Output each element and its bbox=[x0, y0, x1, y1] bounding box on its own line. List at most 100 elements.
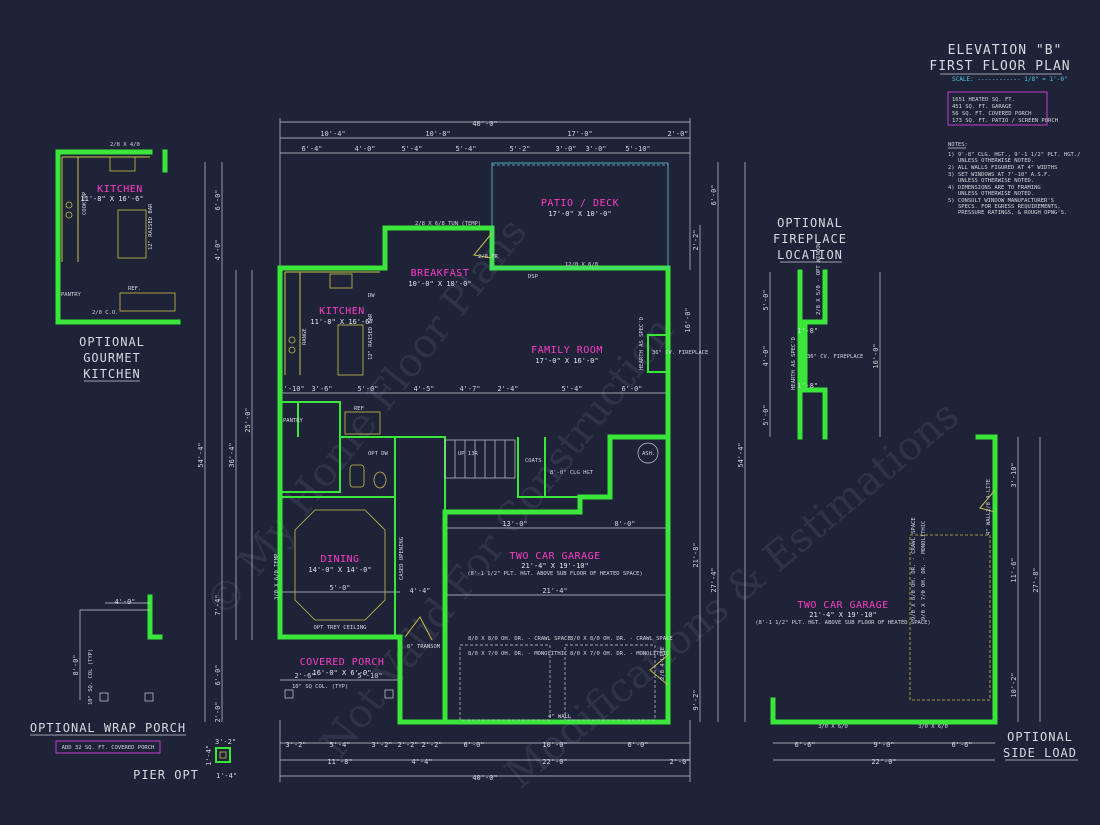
note-1b: UNLESS OTHERWISE NOTED. bbox=[958, 158, 1034, 164]
dim-d1: 2'-6" bbox=[294, 672, 315, 680]
door-tag-c: 2/8 FR bbox=[478, 254, 499, 260]
gourmet-ref-icon bbox=[119, 292, 176, 312]
dim-c2: 5'-4" bbox=[329, 741, 350, 749]
sideload-title-2: SIDE LOAD bbox=[1003, 746, 1077, 760]
gourmet-title-1: OPTIONAL bbox=[79, 335, 145, 349]
dim-g2: 8'-0" bbox=[614, 520, 635, 528]
label-hearth: HEARTH AS SPEC'D bbox=[639, 317, 645, 370]
dim-g4: 4'-4" bbox=[409, 587, 430, 595]
scale-text: SCALE: ------------ 1/8" = 1'-0" bbox=[952, 76, 1068, 83]
door-swings bbox=[404, 232, 669, 686]
wrap-dim-2: 8'-0" bbox=[72, 654, 80, 675]
dim-g3: 21'-4" bbox=[542, 587, 567, 595]
dim-g1: 13'-0" bbox=[502, 520, 527, 528]
dim-r1: 6'-0" bbox=[710, 184, 718, 205]
right-dimensions: 54'-4" 6'-0" 27'-4" 2'-2" 21'-8" 9'-2" 1… bbox=[684, 162, 746, 722]
label-coats: COATS bbox=[525, 458, 542, 464]
gourmet-island bbox=[117, 209, 147, 259]
gourmet-walls bbox=[55, 149, 181, 325]
room-breakfast: BREAKFAST bbox=[411, 268, 470, 279]
cooktop-burner-icon bbox=[65, 201, 73, 209]
dim-u1: 6'-4" bbox=[301, 145, 322, 153]
fp-window: 2/8 X 5/0 - OPT WINDOW bbox=[816, 241, 822, 315]
sideload-r-4: 27'-8" bbox=[1032, 567, 1040, 592]
area-summary-box bbox=[947, 91, 1048, 126]
dim-mid7: 5'-4" bbox=[561, 385, 582, 393]
dim-d2: 5'-0" bbox=[329, 584, 350, 592]
dim-u5: 5'-2" bbox=[509, 145, 530, 153]
general-notes: NOTES: 1) 9'-8" CLG. HGT., 9'-1 1/2" PLT… bbox=[948, 142, 1080, 216]
patio-deck-outline bbox=[491, 162, 669, 269]
label-raised-bar: 12" RAISED BAR bbox=[368, 313, 374, 360]
pier-dim-3: 1'-4" bbox=[216, 772, 237, 780]
dim-b1: 11'-8" bbox=[327, 758, 352, 766]
door-tags: 2/8 X 6/8 TUN (TEMP) 12/0 X 6/8 2/8 FR D… bbox=[274, 221, 666, 720]
room-garage: TWO CAR GARAGE bbox=[509, 551, 600, 562]
door-swing-icon bbox=[649, 654, 669, 686]
gourmet-door-label: 2/0 C.O. bbox=[92, 310, 119, 316]
label-ledge: 4" WALL bbox=[548, 714, 572, 720]
dim-mid2: 3'-6" bbox=[311, 385, 332, 393]
sideload-r-1: 3'-10" bbox=[1010, 462, 1018, 487]
dim-mid1: 1'-10" bbox=[279, 385, 304, 393]
powder-bath bbox=[349, 464, 387, 489]
area-patio: 173 SQ. FT. PATIO / SCREEN PORCH bbox=[952, 118, 1058, 124]
fireplace-box bbox=[647, 334, 668, 373]
ash-pit-icon bbox=[637, 442, 659, 464]
door-swing-icon bbox=[979, 489, 996, 513]
top-dimensions: 40'-0" 10'-4" 10'-8" 17'-0" 2'-0" 6'-4" … bbox=[279, 118, 691, 270]
fp-hearth: HEARTH AS SPEC'D bbox=[791, 337, 797, 390]
dim-c1: 3'-2" bbox=[285, 741, 306, 749]
gourmet-sink-icon bbox=[109, 156, 136, 172]
dim-top-total: 40'-0" bbox=[472, 120, 497, 128]
dim-u8: 5'-10" bbox=[625, 145, 650, 153]
door-tag-a: 2/8 X 6/8 TUN (TEMP) bbox=[415, 221, 481, 227]
wrap-dim-1: 4'-0" bbox=[114, 598, 135, 606]
label-fireplace: 36" CV. FIREPLACE bbox=[652, 350, 708, 356]
label-opt-dw: OPT DW bbox=[368, 451, 389, 457]
gourmet-top-dim: 2/8 X 4/0 bbox=[110, 142, 140, 148]
note-3b: UNLESS OTHERWISE NOTED. bbox=[958, 178, 1034, 184]
label-up: UP 13R bbox=[458, 451, 479, 457]
room-kitchen: KITCHEN bbox=[319, 306, 365, 317]
dim-c5: 2'-2" bbox=[421, 741, 442, 749]
dim-t4: 2'-0" bbox=[667, 130, 688, 138]
dim-u7: 3'-0" bbox=[585, 145, 606, 153]
room-patio: PATIO / DECK bbox=[541, 198, 619, 209]
dim-mid5: 4'-7" bbox=[459, 385, 480, 393]
dim-l1: 6'-0" bbox=[214, 189, 222, 210]
garage-door-bay-1 bbox=[459, 644, 551, 721]
pier-dim-1: 3'-2" bbox=[215, 738, 236, 746]
dim-r6: 9'-2" bbox=[692, 689, 700, 710]
sideload-door-1b: 9/0 X 7/0 OH. DR. - MONOLITHIC bbox=[921, 521, 927, 620]
dim-l3: 7'-4" bbox=[214, 594, 222, 615]
fp-dim-2: 4'-0" bbox=[762, 345, 770, 366]
wall-hall bbox=[340, 436, 446, 512]
sideload-dim-3: 6'-6" bbox=[951, 741, 972, 749]
dim-mid3: 5'-0" bbox=[357, 385, 378, 393]
note-5c: PRESSURE RATINGS, & ROUGH OPNG'S. bbox=[958, 210, 1067, 216]
wrap-title: OPTIONAL WRAP PORCH bbox=[30, 721, 186, 735]
dim-b3: 22'-0" bbox=[542, 758, 567, 766]
area-garage: 451 SQ. FT. GARAGE bbox=[952, 104, 1012, 110]
pier-option: 3'-2" 1'-4" 1'-4" PIER OPT bbox=[133, 738, 237, 782]
fp-walls bbox=[797, 269, 828, 440]
door-tag-dsp: DSP bbox=[528, 274, 539, 280]
fp-dim-4: 16'-0" bbox=[872, 343, 880, 368]
dim-l2: 4'-0" bbox=[214, 239, 222, 260]
room-garage-note: (8'-1 1/2" PLT. HGT. ABOVE SUB FLOOR OF … bbox=[467, 571, 643, 577]
room-patio-size: 17'-0" X 10'-0" bbox=[548, 210, 611, 218]
note-5b: SPECS. FOR EGRESS REQUIREMENTS, bbox=[958, 204, 1061, 210]
fp-title-1: OPTIONAL bbox=[777, 216, 843, 230]
optional-wrap-porch: 4'-0" 8'-0" 10" SQ. COL (TYP) OPTIONAL W… bbox=[30, 594, 186, 754]
pier-inner bbox=[219, 751, 227, 759]
sideload-dim-1: 6'-6" bbox=[794, 741, 815, 749]
door-tag-b: 12/0 X 6/8 bbox=[565, 262, 598, 268]
wrap-col: 10" SQ. COL (TYP) bbox=[88, 649, 94, 705]
bottom-dimensions: 3'-2" 5'-4" 3'-2" 2'-2" 2'-2" 6'-0" 10'-… bbox=[279, 720, 691, 782]
room-porch-size: 16'-0" X 6'-0" bbox=[312, 669, 371, 677]
gourmet-title-3: KITCHEN bbox=[83, 367, 141, 381]
room-breakfast-size: 10'-0" X 10'-0" bbox=[408, 280, 471, 288]
wall-garage-north bbox=[442, 494, 583, 515]
note-4b: UNLESS OTHERWISE NOTED. bbox=[958, 191, 1034, 197]
